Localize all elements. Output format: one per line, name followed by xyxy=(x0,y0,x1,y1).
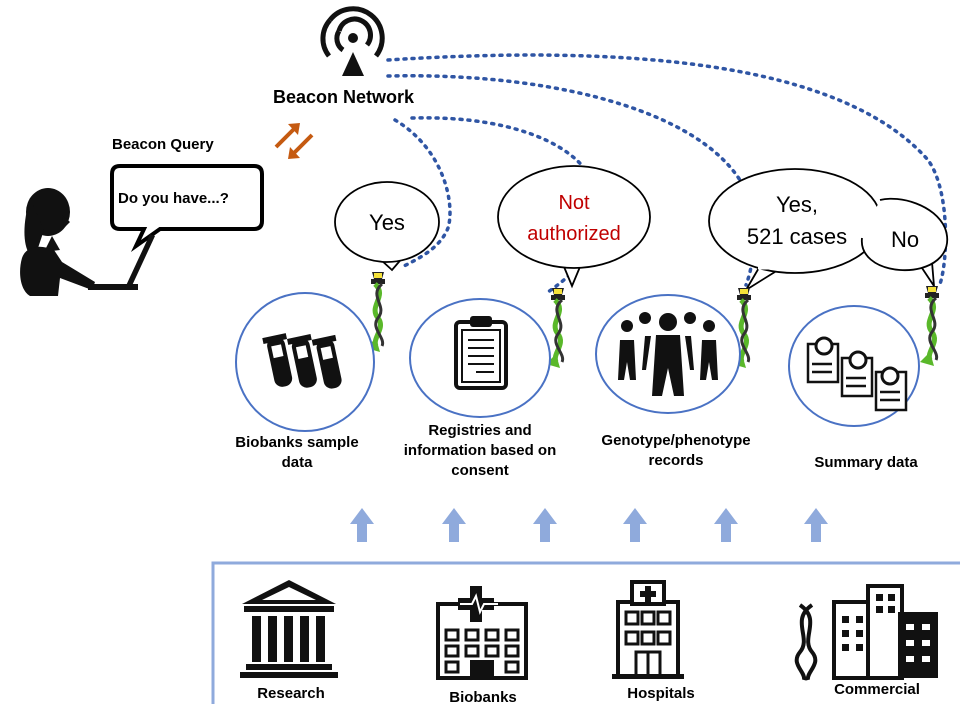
resource-label-registries-line1: Registries and xyxy=(428,422,531,439)
up-arrow-icon xyxy=(533,508,557,542)
up-arrow-icon xyxy=(714,508,738,542)
query-arrows xyxy=(274,123,314,159)
resource-circle-biobanks-sample xyxy=(235,292,375,432)
resource-label-genotype-line2: records xyxy=(648,452,703,469)
source-label-hospitals: Hospitals xyxy=(627,685,695,702)
commercial-icon xyxy=(794,584,938,681)
source-label-commercial: Commercial xyxy=(834,681,920,698)
search-documents-icon xyxy=(806,336,908,412)
resource-circle-registries xyxy=(409,298,551,418)
resource-label-biobanks-sample-line1: Biobanks sample xyxy=(235,434,358,451)
response-not-authorized-line1: Not xyxy=(558,192,590,214)
resource-circle-genotype xyxy=(595,294,741,414)
link-to-summary xyxy=(386,53,948,286)
dna-beacon-icon xyxy=(920,286,939,366)
beacon-network-title: Beacon Network xyxy=(273,87,415,107)
source-label-biobanks: Biobanks xyxy=(449,689,517,704)
user-at-laptop-icon xyxy=(20,188,155,296)
response-bubble-not-authorized xyxy=(497,165,651,289)
response-not-authorized-line2: authorized xyxy=(527,223,620,245)
upward-arrows xyxy=(350,508,828,542)
source-label-research: Research xyxy=(257,685,325,702)
response-bubble-yes xyxy=(334,181,440,272)
response-yes-cases-line1: Yes, xyxy=(776,192,818,217)
resource-label-registries-line3: consent xyxy=(451,462,509,479)
response-yes: Yes xyxy=(369,210,405,235)
beacon-icon xyxy=(320,6,385,76)
up-arrow-icon xyxy=(804,508,828,542)
beacon-query-title: Beacon Query xyxy=(112,136,214,153)
resource-label-summary: Summary data xyxy=(814,454,918,471)
resource-label-genotype-line1: Genotype/phenotype xyxy=(601,432,750,449)
people-icon xyxy=(618,312,718,396)
test-tubes-icon xyxy=(262,333,342,389)
up-arrow-icon xyxy=(442,508,466,542)
hospitals-icon xyxy=(612,580,684,679)
response-no: No xyxy=(891,227,919,252)
response-yes-cases-line2: 521 cases xyxy=(747,224,847,249)
resource-label-biobanks-sample-line2: data xyxy=(282,454,314,471)
query-bubble xyxy=(110,164,264,253)
network-links xyxy=(386,53,948,294)
link-to-biobanks-sample xyxy=(393,118,452,270)
resource-circle-summary xyxy=(788,305,920,427)
up-arrow-icon xyxy=(350,508,374,542)
clipboard-icon xyxy=(454,316,508,390)
query-text: Do you have...? xyxy=(118,190,229,207)
research-icon xyxy=(240,580,338,678)
resource-label-registries-line2: information based on xyxy=(404,442,557,459)
up-arrow-icon xyxy=(623,508,647,542)
response-bubble-yes-cases xyxy=(708,168,882,291)
biobanks-icon xyxy=(436,586,528,680)
response-bubble-no xyxy=(861,197,948,287)
